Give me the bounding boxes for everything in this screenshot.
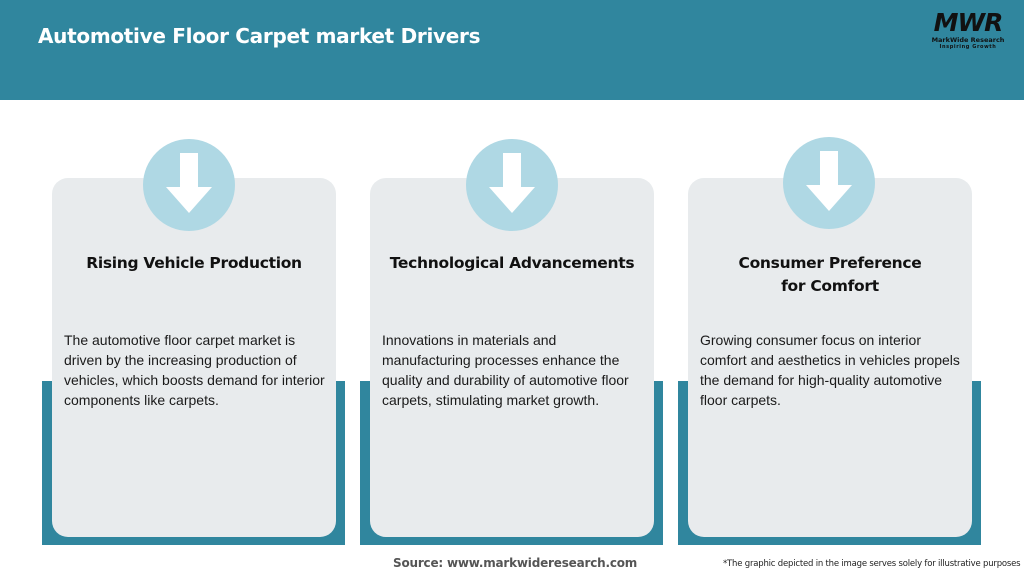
logo-mark: MWR bbox=[933, 8, 1004, 37]
card-title: Consumer Preference for Comfort bbox=[738, 254, 922, 295]
header-banner: Automotive Floor Carpet market Drivers M… bbox=[0, 0, 1024, 100]
disclaimer-note: *The graphic depicted in the image serve… bbox=[723, 559, 1021, 569]
markwide-research-logo: MWR MarkWide Research Inspiring Growth bbox=[922, 10, 1014, 56]
card-body: Innovations in materials and manufacturi… bbox=[382, 332, 629, 408]
driver-card-3: Consumer Preference for Comfort Growing … bbox=[688, 178, 972, 537]
logo-tagline: Inspiring Growth bbox=[939, 44, 997, 50]
source-link[interactable]: Source: www.markwideresearch.com bbox=[393, 556, 638, 570]
arrow-down-icon bbox=[783, 137, 875, 229]
card-title: Rising Vehicle Production bbox=[86, 254, 302, 272]
card-title: Technological Advancements bbox=[389, 254, 635, 272]
page-title: Automotive Floor Carpet market Drivers bbox=[38, 24, 481, 48]
driver-card-1: Rising Vehicle Production The automotive… bbox=[52, 178, 336, 537]
arrow-down-icon bbox=[466, 139, 558, 231]
card-body: Growing consumer focus on interior comfo… bbox=[700, 332, 960, 408]
logo-name: MarkWide Research bbox=[931, 36, 1005, 44]
driver-card-2: Technological Advancements Innovations i… bbox=[370, 178, 654, 537]
card-body: The automotive floor carpet market is dr… bbox=[64, 332, 325, 408]
arrow-down-icon bbox=[143, 139, 235, 231]
